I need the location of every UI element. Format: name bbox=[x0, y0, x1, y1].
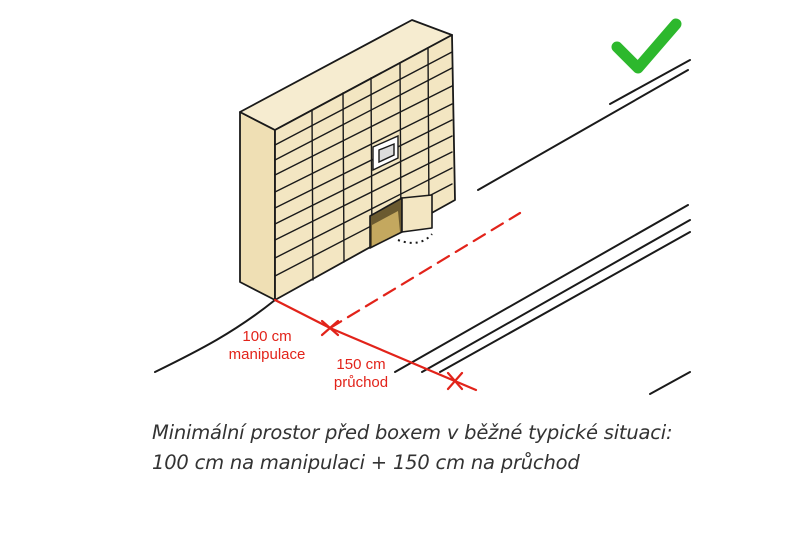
dim-line-manipulation bbox=[273, 298, 332, 330]
box-front bbox=[274, 34, 456, 301]
manipulation-label: 100 cm manipulace bbox=[222, 328, 312, 364]
caption: Minimální prostor před boxem v běžné typ… bbox=[152, 418, 772, 478]
passage-text: průchod bbox=[333, 374, 389, 391]
sidewalk-lines bbox=[154, 59, 691, 395]
passage-value: 150 cm bbox=[336, 356, 386, 373]
caption-line-2: 100 cm na manipulaci + 150 cm na průchod bbox=[152, 451, 580, 474]
box-side bbox=[239, 111, 276, 301]
passage-label: 150 cm průchod bbox=[316, 356, 406, 392]
clearance-dashed-line bbox=[328, 211, 522, 330]
dim-tick-2 bbox=[446, 371, 464, 391]
caption-line-1: Minimální prostor před boxem v běžné typ… bbox=[152, 421, 673, 444]
compartment-door bbox=[401, 194, 433, 233]
dim-tick-1 bbox=[320, 319, 340, 337]
dimension-lines bbox=[273, 211, 522, 392]
terminal-screen bbox=[372, 134, 399, 172]
parcel-box bbox=[239, 19, 456, 301]
open-compartment bbox=[369, 194, 433, 249]
manipulation-value: 100 cm bbox=[242, 328, 292, 345]
manipulation-text: manipulace bbox=[228, 346, 306, 363]
checkmark-icon bbox=[611, 18, 682, 74]
dim-line-passage bbox=[328, 326, 478, 392]
